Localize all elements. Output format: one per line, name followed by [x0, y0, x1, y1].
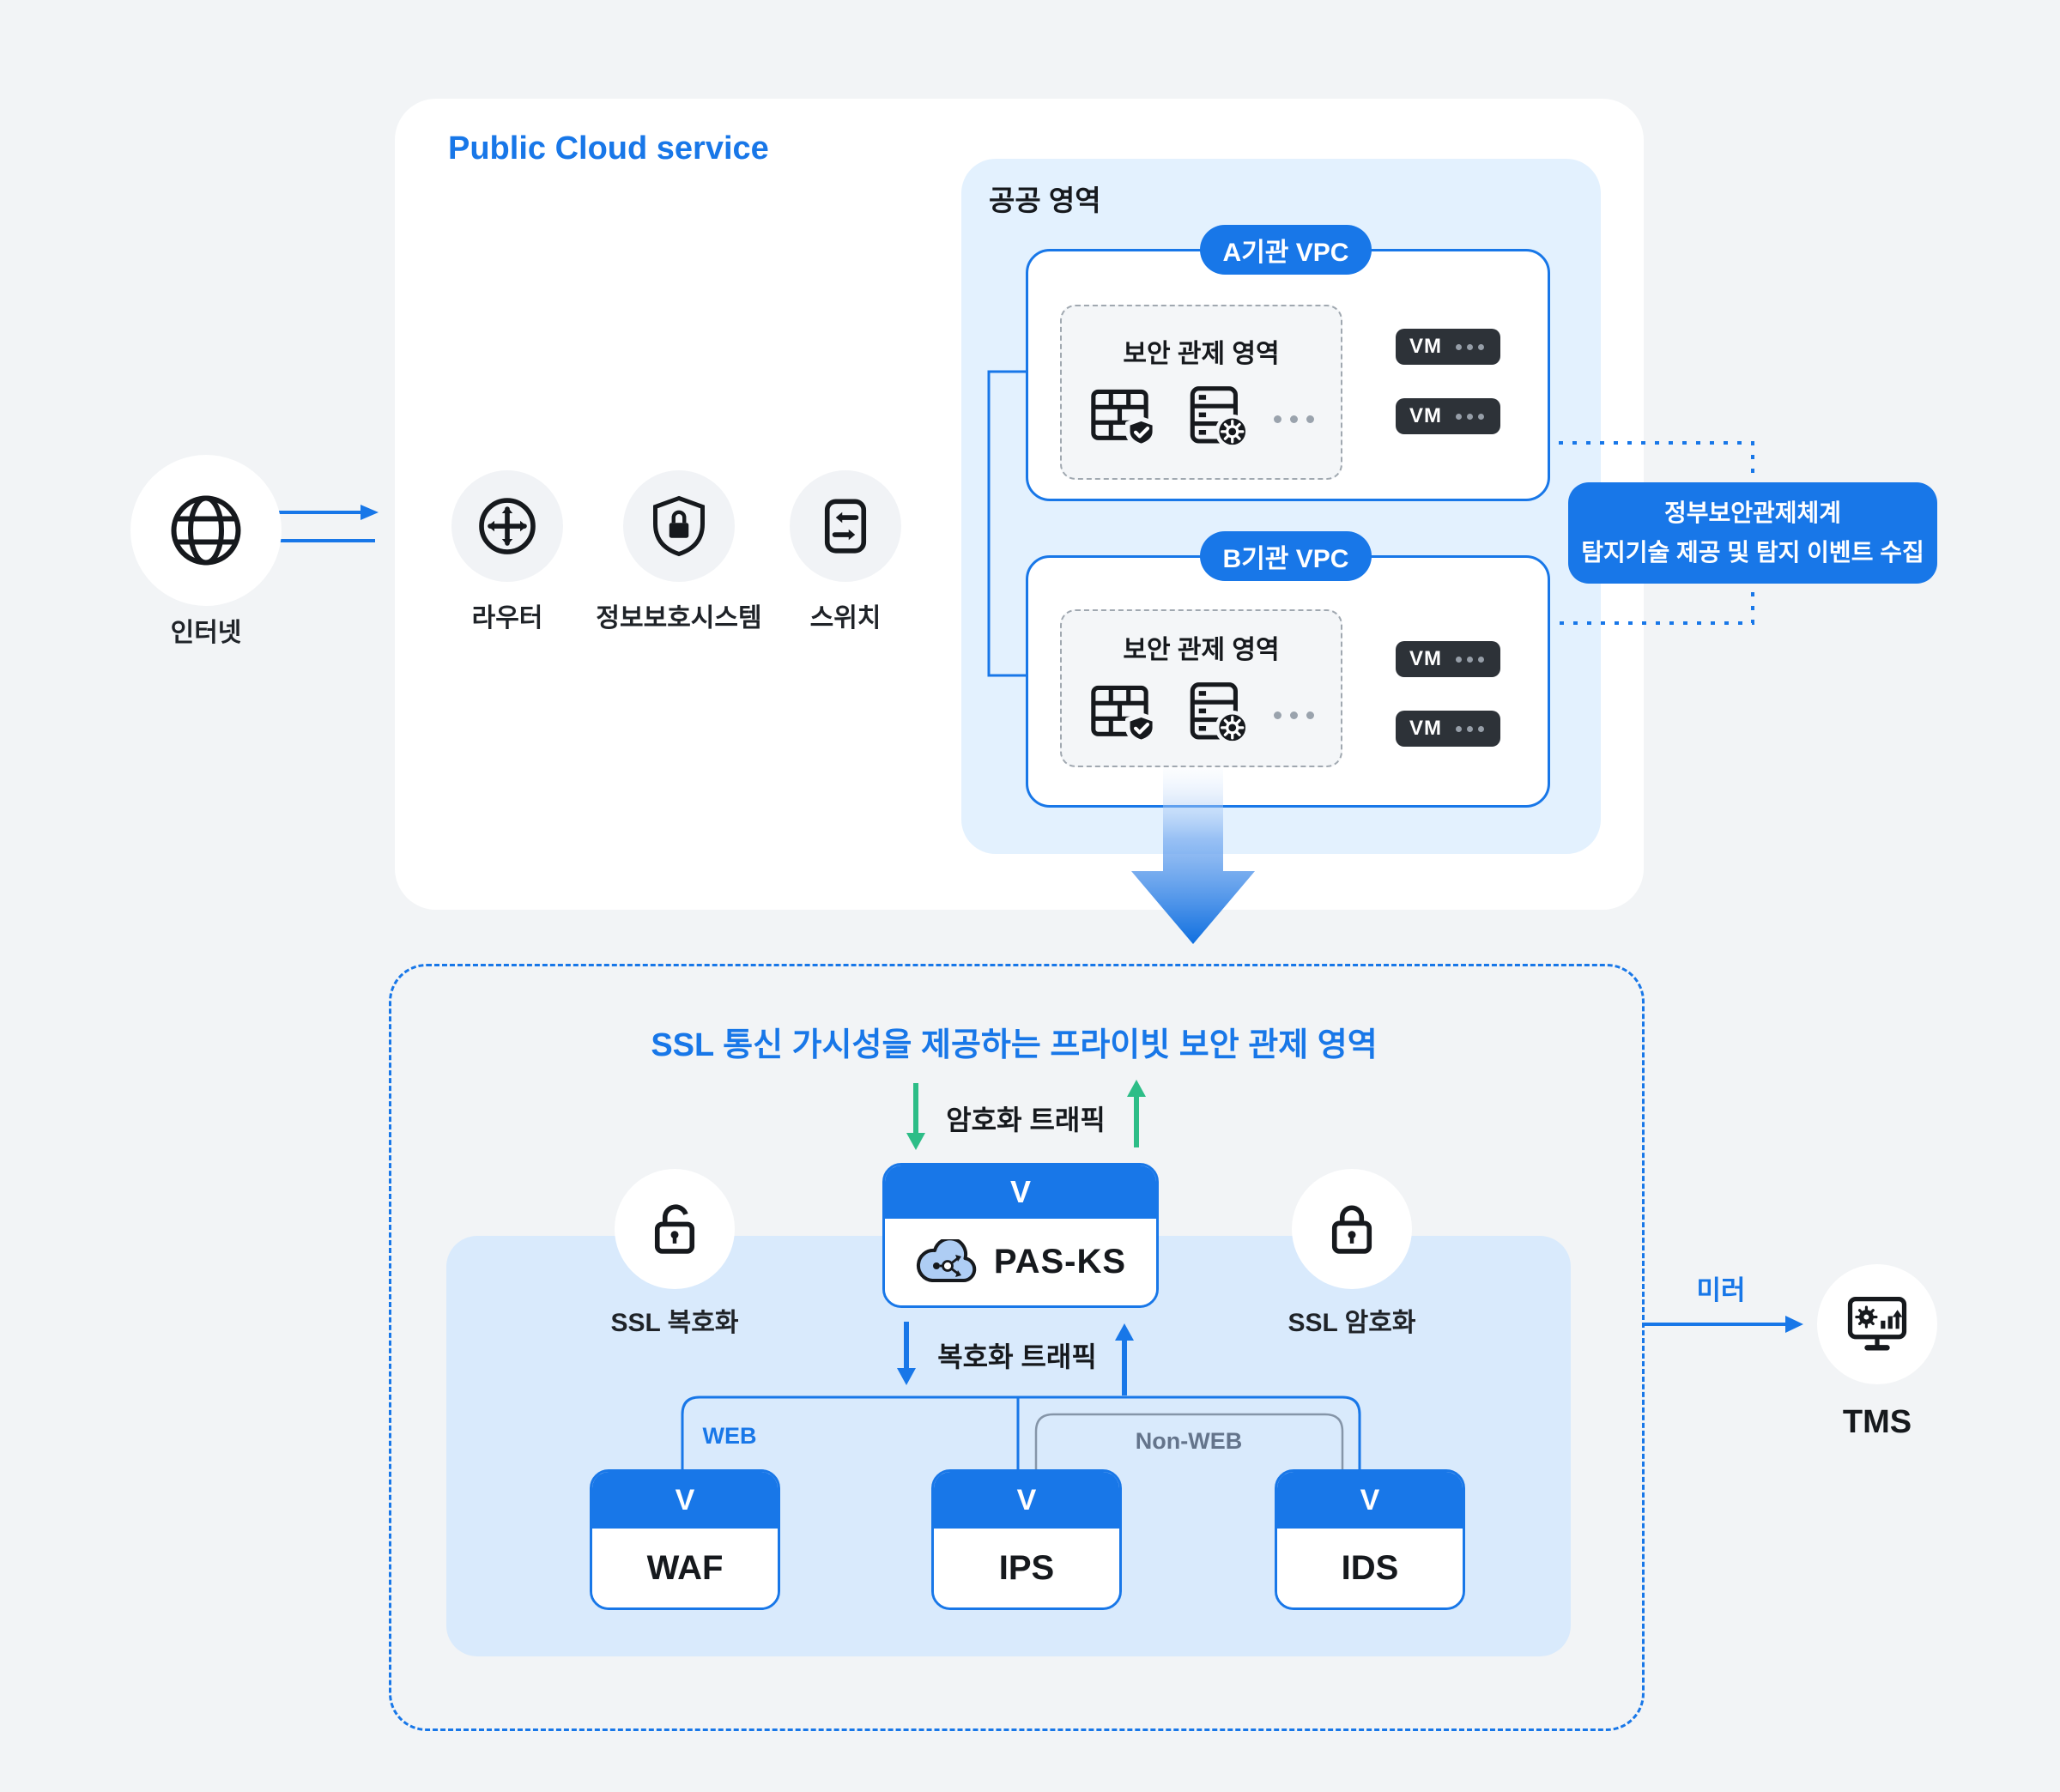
ids-header: V: [1277, 1472, 1463, 1529]
private-zone-title: SSL 통신 가시성을 제공하는 프라이빗 보안 관제 영역: [651, 1027, 1378, 1063]
encrypted-traffic-label: 암호화 트래픽: [946, 1105, 1106, 1135]
switch-icon: [811, 492, 880, 560]
waf-box: V WAF: [590, 1469, 780, 1610]
vpc-b-pill: B기관 VPC: [1200, 531, 1372, 581]
security-system-label: 정보보호시스템: [596, 604, 762, 633]
firewall-icon: [1088, 385, 1162, 452]
waf-label: WAF: [592, 1529, 778, 1607]
closed-lock-icon: [1321, 1198, 1383, 1260]
router-icon: [473, 492, 542, 560]
ellipsis-dots-icon: [1274, 415, 1314, 423]
vpc-b-security-label: 보안 관제 영역: [1123, 636, 1280, 664]
public-zone-label: 공공 영역: [989, 185, 1101, 216]
private-zone-area: [389, 964, 1645, 1731]
ssl-encrypt-label: SSL 암호화: [1288, 1309, 1416, 1337]
vpc-a-vm-1: VM: [1396, 329, 1500, 365]
globe-icon: [165, 489, 247, 572]
ids-label: IDS: [1277, 1529, 1463, 1607]
mirror-label: 미러: [1696, 1275, 1746, 1305]
firewall-icon: [1088, 681, 1162, 748]
router-circle: [451, 470, 563, 582]
server-gear-icon: [1181, 681, 1255, 748]
vpc-b-vm-2: VM: [1396, 711, 1500, 747]
vm-ellipsis-icon: [1456, 343, 1484, 350]
vpc-a-vm-2: VM: [1396, 398, 1500, 434]
vpc-a-security-label: 보안 관제 영역: [1123, 340, 1280, 368]
shield-lock-icon: [645, 492, 713, 560]
pasks-header: V: [885, 1165, 1156, 1219]
router-label: 라우터: [471, 604, 543, 633]
ssl-encrypt-circle: [1292, 1169, 1412, 1289]
vpc-a-pill: A기관 VPC: [1200, 225, 1372, 275]
vpc-a-security-area: 보안 관제 영역: [1060, 305, 1342, 480]
decrypted-traffic-label: 복호화 트래픽: [937, 1341, 1097, 1372]
ellipsis-dots-icon: [1274, 711, 1314, 719]
tms-monitor-icon: [1841, 1288, 1913, 1360]
ssl-decrypt-circle: [615, 1169, 735, 1289]
web-label: WEB: [702, 1423, 757, 1449]
ips-label: IPS: [934, 1529, 1119, 1607]
gov-callout-line2: 탐지기술 제공 및 탐지 이벤트 수집: [1581, 539, 1924, 566]
public-cloud-title: Public Cloud service: [448, 130, 769, 166]
non-web-label: Non-WEB: [1135, 1428, 1243, 1454]
vm-ellipsis-icon: [1456, 725, 1484, 732]
pasks-label: PAS-KS: [993, 1243, 1127, 1280]
internet-label: 인터넷: [170, 619, 242, 647]
gov-callout-line1: 정부보안관제체계: [1663, 499, 1842, 526]
ips-system-circle: [623, 470, 735, 582]
server-gear-icon: [1181, 385, 1255, 452]
open-lock-icon: [644, 1198, 706, 1260]
switch-label: 스위치: [809, 604, 882, 633]
pasks-box: V PAS-KS: [882, 1163, 1159, 1308]
cloud-share-icon: [915, 1238, 980, 1286]
vm-ellipsis-icon: [1456, 413, 1484, 420]
tms-label: TMS: [1842, 1404, 1912, 1440]
ips-box: V IPS: [931, 1469, 1122, 1610]
internet-circle: [130, 455, 282, 606]
ids-box: V IDS: [1275, 1469, 1465, 1610]
tms-circle: [1817, 1264, 1937, 1384]
vpc-b-security-area: 보안 관제 영역: [1060, 609, 1342, 767]
waf-header: V: [592, 1472, 778, 1529]
switch-circle: [790, 470, 901, 582]
vm-ellipsis-icon: [1456, 656, 1484, 663]
ips-header: V: [934, 1472, 1119, 1529]
vpc-b-vm-1: VM: [1396, 641, 1500, 677]
gov-callout: 정부보안관제체계 탐지기술 제공 및 탐지 이벤트 수집: [1568, 482, 1937, 584]
flow-down-arrow: [1131, 768, 1255, 944]
ssl-decrypt-label: SSL 복호화: [610, 1309, 739, 1337]
